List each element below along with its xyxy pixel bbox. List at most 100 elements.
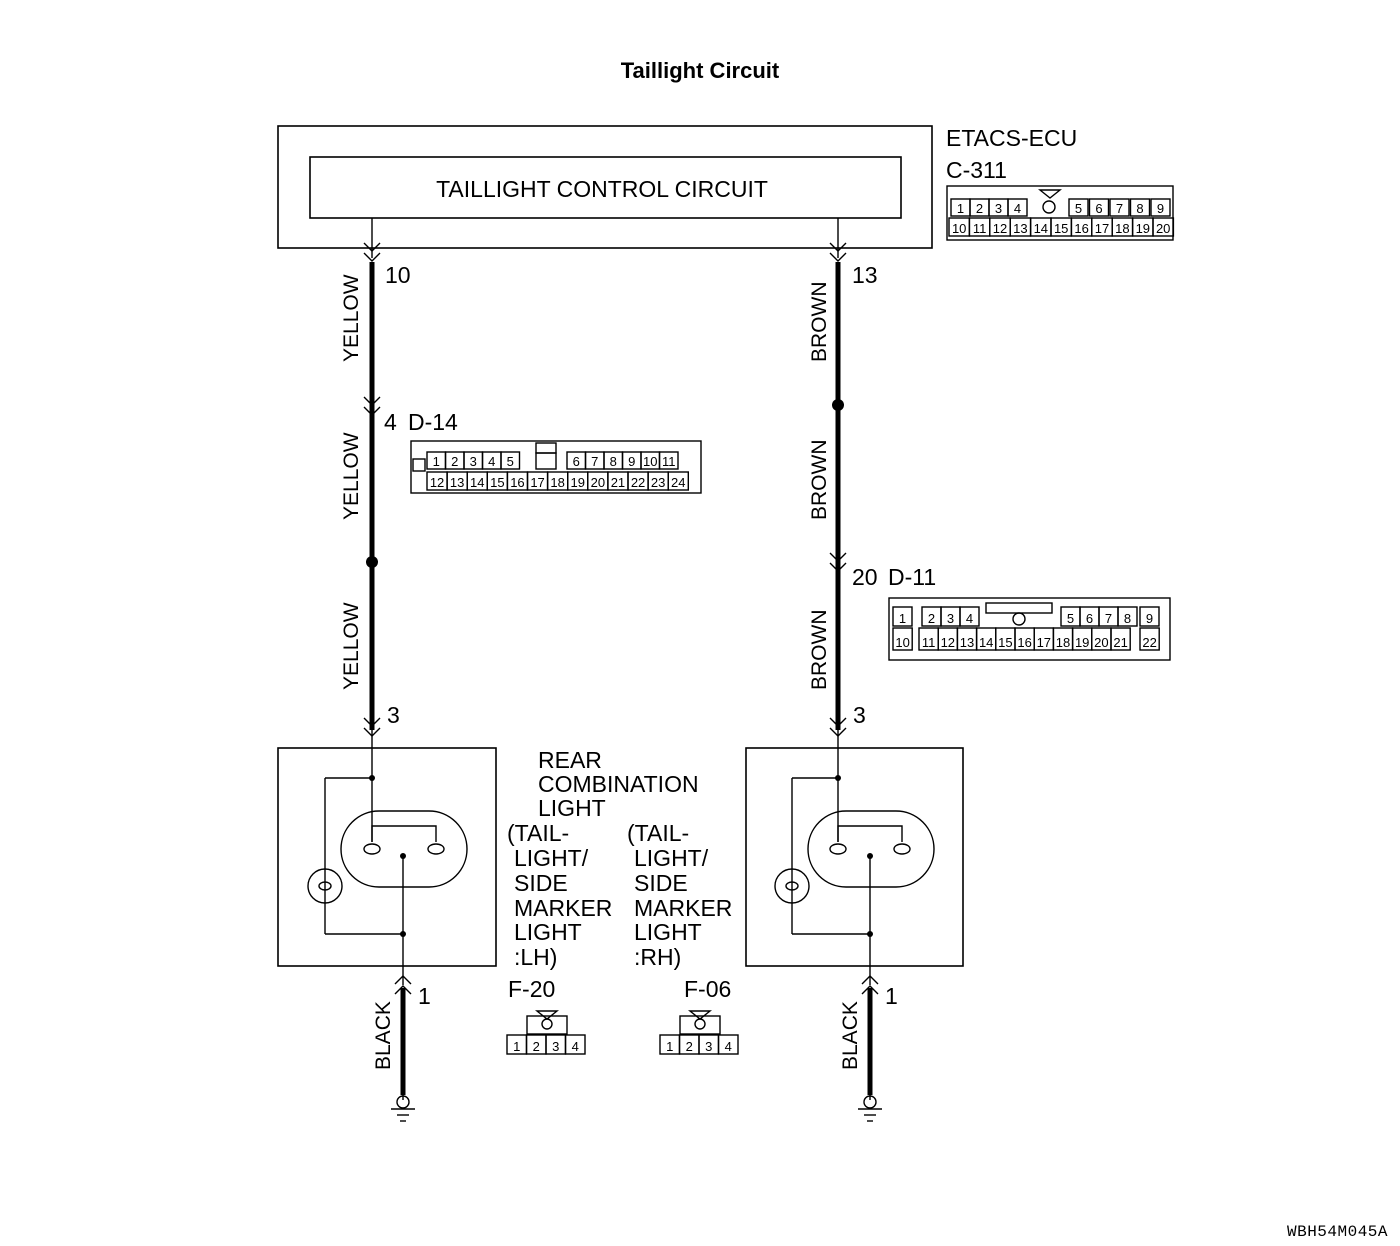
c311-pin-number: 12	[993, 221, 1007, 236]
d11-pin-number: 10	[895, 635, 909, 650]
f20-pin-number: 1	[513, 1039, 520, 1054]
d14-pin-number: 16	[510, 475, 524, 490]
d11-pin-number: 22	[1142, 635, 1156, 650]
d14-pin-number: 1	[433, 454, 440, 469]
d11-pin-number: 17	[1037, 635, 1051, 650]
left-arrow-d14	[363, 396, 381, 416]
rh-label-line-6: :RH)	[634, 944, 681, 970]
c311-pin-number: 11	[973, 221, 987, 236]
f06-pin-number: 1	[666, 1039, 673, 1054]
d11-pin-cell	[1117, 606, 1138, 627]
ecu-connector-label: C-311	[946, 157, 1007, 183]
d11-pin-number: 11	[922, 635, 936, 650]
lamp-description: REAR COMBINATION LIGHT (TAIL- LIGHT/ SID…	[507, 747, 732, 970]
d14-pin-number: 21	[611, 475, 625, 490]
d14-connector-label: D-14	[408, 409, 458, 435]
f20-connector-label: F-20	[508, 976, 555, 1002]
left-arrow-ecu	[363, 242, 381, 262]
c311-pin-number: 10	[952, 221, 966, 236]
right-ground-icon	[858, 1095, 882, 1122]
f06-connector-label: F-06	[684, 976, 731, 1002]
d14-pin-number: 5	[507, 454, 514, 469]
lamp-label-line-2: COMBINATION	[538, 771, 699, 797]
c311-pin-number: 8	[1136, 201, 1143, 216]
d14-pin-number: 12	[430, 475, 444, 490]
left-lamp-assembly	[277, 747, 497, 967]
right-side-marker-bulb-icon	[774, 868, 810, 904]
c311-pin-number: 16	[1074, 221, 1088, 236]
right-ground-wire-color: BLACK	[839, 1001, 862, 1070]
c311-pin-number: 13	[1013, 221, 1027, 236]
c311-pin-number: 14	[1034, 221, 1048, 236]
c311-pin-cell	[1109, 198, 1130, 217]
right-arrow-lamp	[829, 717, 847, 737]
left-ground-wire-color: BLACK	[372, 1001, 395, 1070]
left-ground-wire	[394, 966, 412, 1100]
d11-pin-cell	[892, 627, 913, 651]
d11-pin-number: 6	[1086, 611, 1093, 626]
d11-pin-number: 13	[960, 635, 974, 650]
d14-pin-number: 17	[530, 475, 544, 490]
c311-pin-number: 1	[957, 201, 964, 216]
left-wire-color-2: YELLOW	[340, 432, 363, 520]
c311-pin-cell	[1150, 198, 1171, 217]
left-ground-pin: 1	[418, 983, 431, 1009]
lh-label-line-4: MARKER	[514, 895, 612, 921]
d14-pin-number: 22	[631, 475, 645, 490]
c311-pin-number: 9	[1157, 201, 1164, 216]
d11-pin-cell	[1110, 627, 1131, 651]
left-junction-pin: 4	[384, 409, 397, 435]
left-splice-dot	[366, 556, 378, 568]
d11-pin-number: 7	[1105, 611, 1112, 626]
left-wire-color-1: YELLOW	[340, 274, 363, 362]
c311-pin-number: 5	[1075, 201, 1082, 216]
d14-pin-cell	[500, 451, 521, 470]
f20-pin-number: 3	[552, 1039, 559, 1054]
c311-pin-number: 15	[1054, 221, 1068, 236]
left-wire-color-3: YELLOW	[340, 602, 363, 690]
right-lamp-assembly	[745, 747, 964, 967]
left-lamp-node-1	[369, 775, 375, 781]
c311-pin-cell	[1129, 198, 1151, 217]
right-ground-wire	[861, 966, 879, 1100]
right-ecu-pin: 13	[852, 262, 878, 288]
f06-pin-cell	[717, 1034, 739, 1055]
left-ground-icon	[391, 1095, 415, 1122]
d14-pin-number: 11	[662, 454, 676, 469]
d11-pin-number: 4	[966, 611, 973, 626]
d11-pin-number: 18	[1056, 635, 1070, 650]
c311-pin-number: 4	[1014, 201, 1021, 216]
c311-pin-number: 19	[1136, 221, 1150, 236]
rh-label-line-1: (TAIL-	[627, 820, 689, 846]
left-lamp-node-2	[400, 853, 406, 859]
d11-pin-number: 3	[947, 611, 954, 626]
figure-code: WBH54M045A	[1287, 1223, 1388, 1241]
right-lamp-node-2	[867, 853, 873, 859]
ecu-name-label: ETACS-ECU	[946, 125, 1077, 151]
d11-pin-cell	[892, 606, 913, 627]
c311-pin-number: 7	[1116, 201, 1123, 216]
d14-pin-number: 3	[470, 454, 477, 469]
d14-pin-cell	[658, 451, 679, 470]
d11-pin-number: 2	[928, 611, 935, 626]
right-junction-pin: 20	[852, 564, 878, 590]
right-wire-color-3: BROWN	[808, 610, 831, 691]
left-ecu-pin: 10	[385, 262, 411, 288]
right-wire-color-1: BROWN	[808, 282, 831, 363]
d11-pin-cell	[1139, 627, 1160, 651]
f20-pin-number: 2	[533, 1039, 540, 1054]
d14-pin-number: 7	[591, 454, 598, 469]
d11-pin-number: 5	[1067, 611, 1074, 626]
right-ground-pin: 1	[885, 983, 898, 1009]
taillight-control-circuit-label: TAILLIGHT CONTROL CIRCUIT	[436, 176, 768, 202]
d11-pin-number: 21	[1113, 635, 1127, 650]
rh-label-line-2: LIGHT/	[634, 845, 709, 871]
d14-pin-number: 8	[610, 454, 617, 469]
c311-pin-number: 2	[976, 201, 983, 216]
lh-label-line-3: SIDE	[514, 870, 568, 896]
c311-pin-cell	[1152, 217, 1175, 237]
